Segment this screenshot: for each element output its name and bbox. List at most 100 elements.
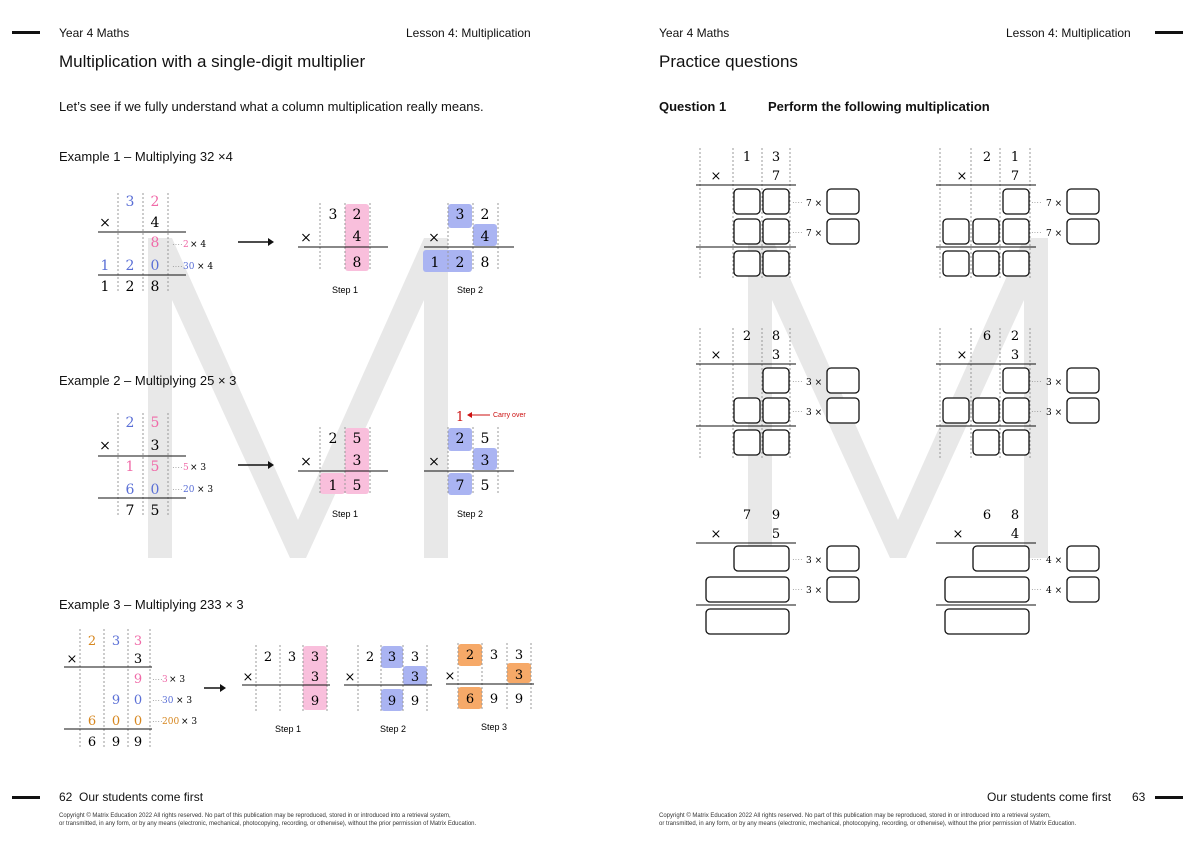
svg-text:4: 4 — [481, 229, 490, 245]
svg-text:····: ···· — [792, 198, 803, 207]
right-page: Year 4 Maths Lesson 4: Multiplication Pr… — [600, 0, 1200, 843]
lesson-title: Lesson 4: Multiplication — [406, 26, 531, 40]
svg-text:6: 6 — [88, 714, 96, 729]
svg-text:3: 3 — [481, 453, 490, 469]
svg-text:3: 3 — [329, 207, 338, 223]
svg-text:2: 2 — [151, 194, 160, 210]
svg-text:6: 6 — [88, 735, 96, 750]
problem-68x4: 6 8 × 4 ····4 × ····4 × — [936, 508, 1100, 635]
svg-text:3: 3 — [772, 348, 780, 363]
svg-text:×: × — [711, 348, 722, 363]
svg-text:×: × — [300, 454, 312, 470]
svg-text:4: 4 — [353, 229, 362, 245]
step-label: Step 1 — [332, 285, 358, 295]
svg-text:3: 3 — [456, 207, 465, 223]
svg-text:20: 20 — [183, 485, 195, 495]
step-label: Step 2 — [457, 285, 483, 295]
svg-text:2: 2 — [1011, 329, 1019, 344]
svg-text:5: 5 — [151, 459, 160, 475]
svg-text:× 3: × 3 — [169, 675, 185, 685]
svg-text:····: ···· — [152, 675, 163, 684]
svg-text:8: 8 — [772, 329, 780, 344]
svg-text:×: × — [957, 348, 968, 363]
svg-text:1: 1 — [431, 255, 440, 271]
svg-text:9: 9 — [411, 694, 419, 709]
svg-text:×: × — [428, 454, 440, 470]
svg-text:3 ×: 3 × — [806, 378, 822, 388]
svg-text:1: 1 — [329, 478, 338, 494]
svg-text:····: ···· — [792, 377, 803, 386]
svg-text:····: ···· — [1031, 555, 1042, 564]
svg-text:9: 9 — [772, 508, 780, 523]
svg-text:3: 3 — [353, 453, 362, 469]
step-label: Step 1 — [275, 724, 301, 734]
svg-text:3: 3 — [490, 648, 498, 663]
svg-text:9: 9 — [112, 735, 120, 750]
svg-text:1: 1 — [126, 459, 135, 475]
svg-text:9: 9 — [490, 692, 498, 707]
svg-text:3: 3 — [1011, 348, 1019, 363]
svg-text:0: 0 — [151, 258, 160, 274]
svg-text:3: 3 — [162, 675, 168, 685]
svg-text:×: × — [99, 215, 111, 231]
svg-text:×: × — [428, 230, 440, 246]
svg-text:×: × — [953, 527, 964, 542]
svg-text:2: 2 — [366, 650, 374, 665]
svg-text:3 ×: 3 × — [1046, 378, 1062, 388]
right-arrow-icon — [204, 684, 226, 692]
svg-text:9: 9 — [134, 672, 142, 687]
step-label: Step 2 — [380, 724, 406, 734]
svg-text:9: 9 — [134, 735, 142, 750]
right-arrow-icon — [238, 461, 274, 469]
svg-text:····: ···· — [1031, 407, 1042, 416]
svg-text:3: 3 — [112, 634, 120, 649]
svg-text:× 3: × 3 — [190, 463, 206, 473]
svg-text:3: 3 — [134, 652, 142, 667]
svg-text:9: 9 — [388, 694, 396, 709]
example-1-title: Example 1 – Multiplying 32 ×4 — [59, 149, 233, 164]
svg-text:7 ×: 7 × — [806, 229, 822, 239]
step-label: Step 1 — [332, 509, 358, 519]
svg-text:× 3: × 3 — [197, 485, 213, 495]
svg-text:2: 2 — [353, 207, 362, 223]
svg-text:2: 2 — [456, 255, 465, 271]
svg-text:2: 2 — [743, 329, 751, 344]
svg-text:200: 200 — [162, 717, 179, 727]
intro-text: Let’s see if we fully understand what a … — [59, 99, 484, 114]
svg-text:3 ×: 3 × — [1046, 408, 1062, 418]
svg-text:8: 8 — [1011, 508, 1019, 523]
svg-text:····: ···· — [792, 228, 803, 237]
svg-text:2: 2 — [126, 415, 135, 431]
svg-text:2: 2 — [126, 258, 135, 274]
svg-text:7 ×: 7 × — [806, 199, 822, 209]
example-3-title: Example 3 – Multiplying 233 × 3 — [59, 597, 244, 612]
svg-text:7: 7 — [743, 508, 751, 523]
svg-text:7: 7 — [1011, 169, 1019, 184]
svg-text:1: 1 — [101, 258, 110, 274]
svg-text:×: × — [957, 169, 968, 184]
svg-text:····: ···· — [172, 240, 183, 249]
svg-text:×: × — [99, 438, 111, 454]
svg-text:3: 3 — [411, 650, 419, 665]
svg-text:····: ···· — [152, 717, 163, 726]
svg-text:····: ···· — [792, 585, 803, 594]
svg-text:2: 2 — [88, 634, 96, 649]
svg-text:6: 6 — [983, 508, 991, 523]
lesson-title: Lesson 4: Multiplication — [1006, 26, 1131, 40]
problem-28x3: 2 8 × 3 ····3 × ····3 × — [696, 328, 860, 460]
carry-over-label: Carry over — [493, 412, 526, 419]
svg-text:9: 9 — [515, 692, 523, 707]
svg-text:1: 1 — [456, 410, 464, 425]
copyright-text: Copyright © Matrix Education 2022 All ri… — [59, 813, 477, 827]
svg-text:×: × — [300, 230, 312, 246]
svg-text:× 4: × 4 — [197, 262, 213, 272]
svg-text:7 ×: 7 × — [1046, 229, 1062, 239]
svg-text:6: 6 — [983, 329, 991, 344]
svg-text:7 ×: 7 × — [1046, 199, 1062, 209]
svg-text:8: 8 — [481, 255, 490, 271]
svg-text:1: 1 — [743, 150, 751, 165]
svg-text:5: 5 — [183, 463, 189, 473]
svg-text:1: 1 — [101, 279, 110, 295]
page-title: Multiplication with a single-digit multi… — [59, 52, 366, 71]
svg-text:1: 1 — [1011, 150, 1019, 165]
